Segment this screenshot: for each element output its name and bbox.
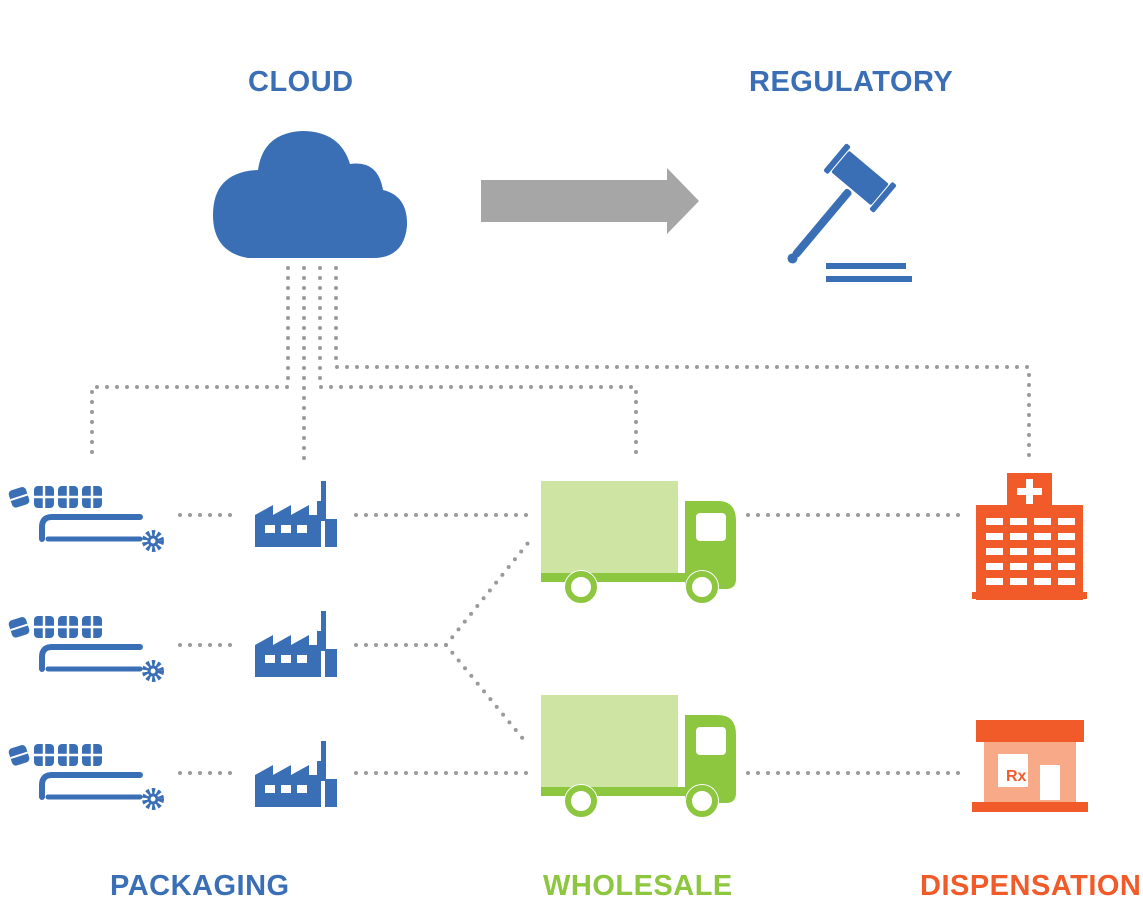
hospital-window [986,578,1003,585]
hospital-window [1058,518,1075,525]
connector-lines [90,266,1031,775]
hospital-window [1058,533,1075,540]
hospital-window [1034,563,1051,570]
hospital-window [1010,533,1027,540]
rx-sign: Rx [1006,768,1027,785]
hospital-window [986,533,1003,540]
hospital-window [1058,548,1075,555]
hospital-window [1010,578,1027,585]
hospital-window [1010,563,1027,570]
truck-icon [541,695,736,818]
factory-icon [255,611,337,677]
hospital-window [1034,533,1051,540]
hospital-window [1010,518,1027,525]
hospital-window [1058,578,1075,585]
regulatory-label: REGULATORY [749,66,954,98]
packaging-machine-icon [8,744,161,807]
cloud-label: CLOUD [248,66,354,98]
hospital-window [986,563,1003,570]
hospital-window [1034,548,1051,555]
hospital-window [1034,578,1051,585]
hospital-window [1058,563,1075,570]
gavel-icon [787,143,912,282]
hospital-window [1010,548,1027,555]
packaging-machine-icon [8,486,161,549]
factory-icon [255,741,337,807]
hospital-window [1034,518,1051,525]
wholesale-label: WHOLESALE [543,870,733,902]
dispensation-label: DISPENSATION [920,870,1142,902]
arrow-right-icon [481,168,699,234]
packaging-machine-icon [8,616,161,679]
pharmacy-icon: Rx [972,720,1088,812]
truck-icon [541,481,736,604]
hospital-window [986,548,1003,555]
packaging-label: PACKAGING [110,870,290,902]
hospital-icon [972,473,1087,600]
cloud-icon [213,131,408,258]
hospital-window [986,518,1003,525]
factory-icon [255,481,337,547]
